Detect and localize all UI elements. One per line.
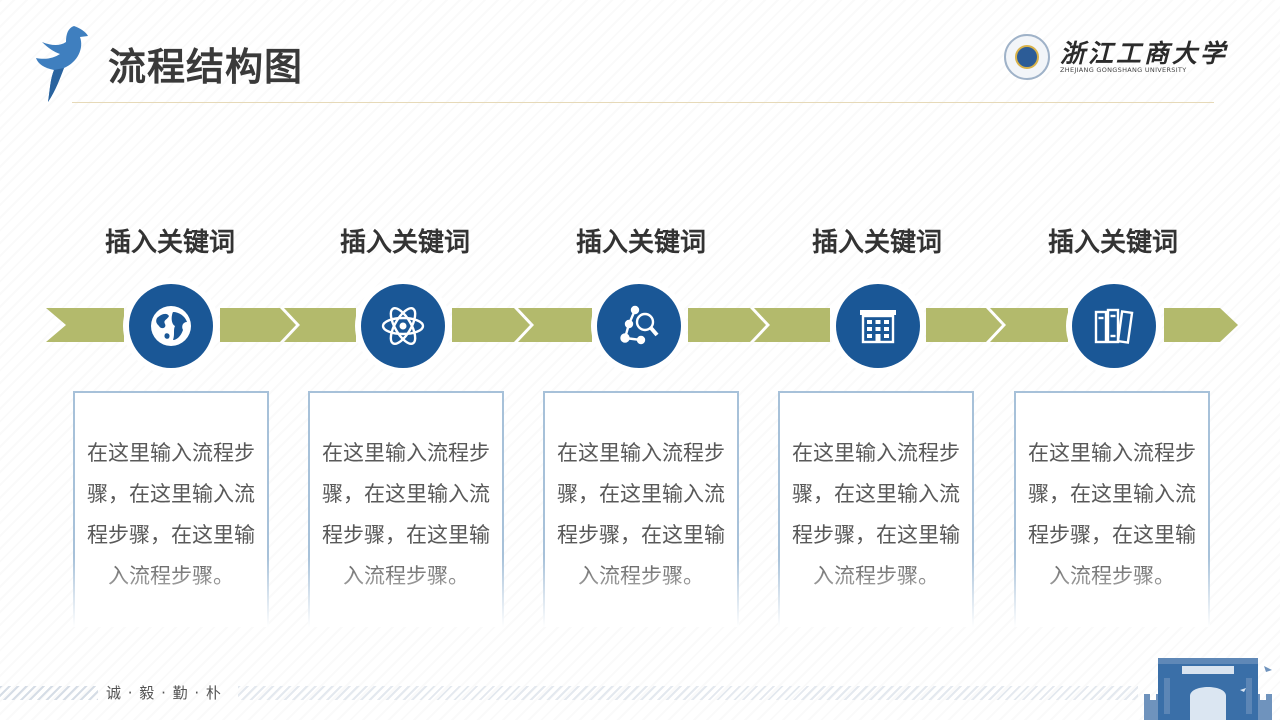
dove-icon [36, 26, 88, 102]
campus-gate-icon [1144, 658, 1272, 720]
logo-name-en: ZHEJIANG GONGSHANG UNIVERSITY [1060, 66, 1187, 74]
arrow-chevron [518, 308, 592, 342]
arrow-chevron [220, 308, 296, 342]
step-keyword: 插入关键词 [339, 228, 470, 258]
step-card: 在这里输入流程步骤，在这里输入流程步骤，在这里输入流程步骤。 [543, 391, 739, 627]
step-keyword: 插入关键词 [811, 228, 942, 258]
footer-motto: 诚 · 毅 · 勤 · 朴 [106, 684, 222, 702]
step-keyword: 插入关键词 [104, 228, 235, 258]
step-keyword: 插入关键词 [1047, 228, 1178, 258]
arrow-chevron [452, 308, 530, 342]
footer-stripes [0, 686, 98, 700]
step-description: 在这里输入流程步骤，在这里输入流程步骤，在这里输入流程步骤。 [322, 441, 490, 588]
header-divider [72, 102, 1214, 103]
step-description: 在这里输入流程步骤，在这里输入流程步骤，在这里输入流程步骤。 [1028, 441, 1196, 588]
step-keyword: 插入关键词 [575, 228, 706, 258]
step-card: 在这里输入流程步骤，在这里输入流程步骤，在这里输入流程步骤。 [778, 391, 974, 627]
step-icon [355, 278, 451, 374]
arrow-chevron [926, 308, 1002, 342]
footer-stripes [238, 686, 1138, 700]
university-logo: 浙江工商大学 ZHEJIANG GONGSHANG UNIVERSITY [1004, 32, 1225, 82]
step-card: 在这里输入流程步骤，在这里输入流程步骤，在这里输入流程步骤。 [308, 391, 504, 627]
books-icon [1094, 308, 1134, 344]
arrow-chevron [284, 308, 356, 342]
molecule-search-icon [620, 305, 659, 345]
arrow-chevron [688, 308, 766, 342]
arrow-chevron [46, 308, 124, 342]
step-description: 在这里输入流程步骤，在这里输入流程步骤，在这里输入流程步骤。 [87, 441, 255, 588]
globe-icon [151, 306, 191, 346]
process-arrow-band [46, 308, 1238, 342]
step-card: 在这里输入流程步骤，在这里输入流程步骤，在这里输入流程步骤。 [1014, 391, 1210, 627]
step-icon [123, 278, 219, 374]
step-description: 在这里输入流程步骤，在这里输入流程步骤，在这里输入流程步骤。 [792, 441, 960, 588]
step-icon [830, 278, 926, 374]
page-title: 流程结构图 [108, 45, 304, 89]
step-icon [591, 278, 687, 374]
arrow-chevron [1164, 308, 1238, 342]
building-icon [860, 310, 896, 344]
university-seal-icon [1004, 34, 1050, 80]
arrow-chevron [990, 308, 1068, 342]
arrow-chevron [754, 308, 830, 342]
logo-name-cn: 浙江工商大学 [1060, 39, 1229, 68]
step-card: 在这里输入流程步骤，在这里输入流程步骤，在这里输入流程步骤。 [73, 391, 269, 627]
atom-icon [381, 307, 425, 345]
step-icon [1066, 278, 1162, 374]
step-description: 在这里输入流程步骤，在这里输入流程步骤，在这里输入流程步骤。 [557, 441, 725, 588]
